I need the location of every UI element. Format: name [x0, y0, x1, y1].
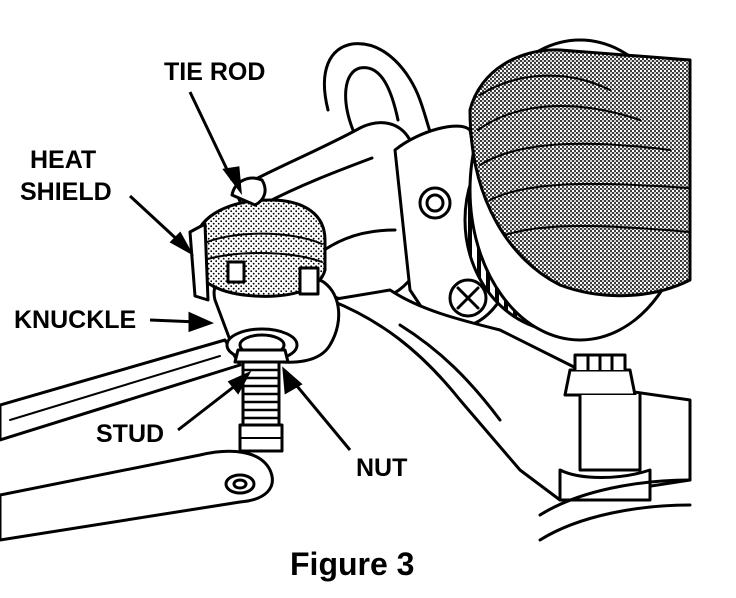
callout-leaders [128, 91, 352, 451]
upper-control-arm [323, 42, 442, 152]
illustration [0, 38, 692, 542]
tie-rod-shaft [0, 338, 242, 442]
nut [233, 348, 290, 364]
hub-bolt-lower [448, 278, 488, 318]
label-nut: NUT [356, 454, 407, 482]
stud-threads [238, 353, 284, 453]
castle-nut [558, 353, 652, 502]
label-knuckle: KNUCKLE [14, 306, 136, 334]
label-heat-shield-line1: HEAT [30, 146, 96, 174]
steering-link [0, 449, 274, 542]
label-tie-rod: TIE ROD [164, 58, 265, 86]
figure-caption: Figure 3 [290, 546, 414, 582]
label-stud: STUD [96, 420, 164, 448]
heat-shield-clip [188, 222, 210, 302]
hub-bolt-upper [418, 186, 452, 220]
cv-boot [468, 48, 692, 298]
label-heat-shield-line2: SHIELD [20, 178, 112, 206]
